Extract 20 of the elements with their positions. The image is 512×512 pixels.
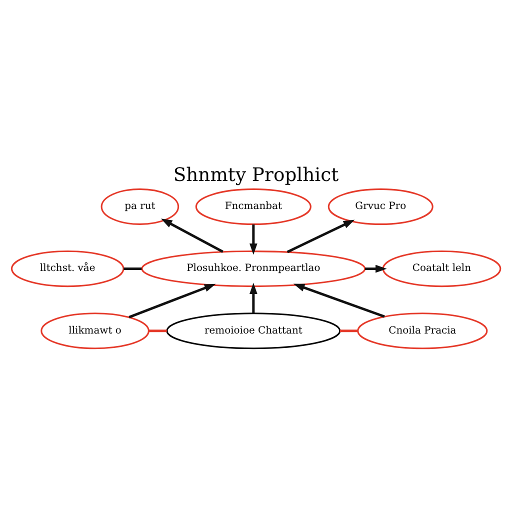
arrow — [365, 264, 387, 273]
node-ellipse: Grvuc Pro — [328, 188, 434, 225]
node-ellipse: pa rut — [100, 188, 180, 225]
node-ellipse: Coatalt leln — [382, 250, 502, 288]
node-ellipse: Plosuhkoe. Pronmpeartlao — [141, 250, 366, 288]
connector — [148, 330, 167, 332]
connector — [340, 330, 358, 332]
node-ellipse: lltchst. våe — [10, 250, 124, 288]
node-ellipse: llikmawt o — [40, 312, 150, 350]
node-ellipse: Fncmanbat — [195, 188, 312, 225]
arrow — [249, 282, 258, 314]
connector — [124, 268, 142, 270]
arrow — [293, 284, 385, 318]
arrow — [286, 220, 355, 254]
node-ellipse: Cnoila Pracia — [357, 312, 488, 350]
node-ellipse: remoioioe Chattant — [166, 312, 341, 350]
diagram-title: Shnmty Proplhict — [173, 164, 339, 186]
arrow — [160, 218, 224, 253]
arrow — [128, 284, 216, 318]
arrow — [249, 224, 258, 255]
